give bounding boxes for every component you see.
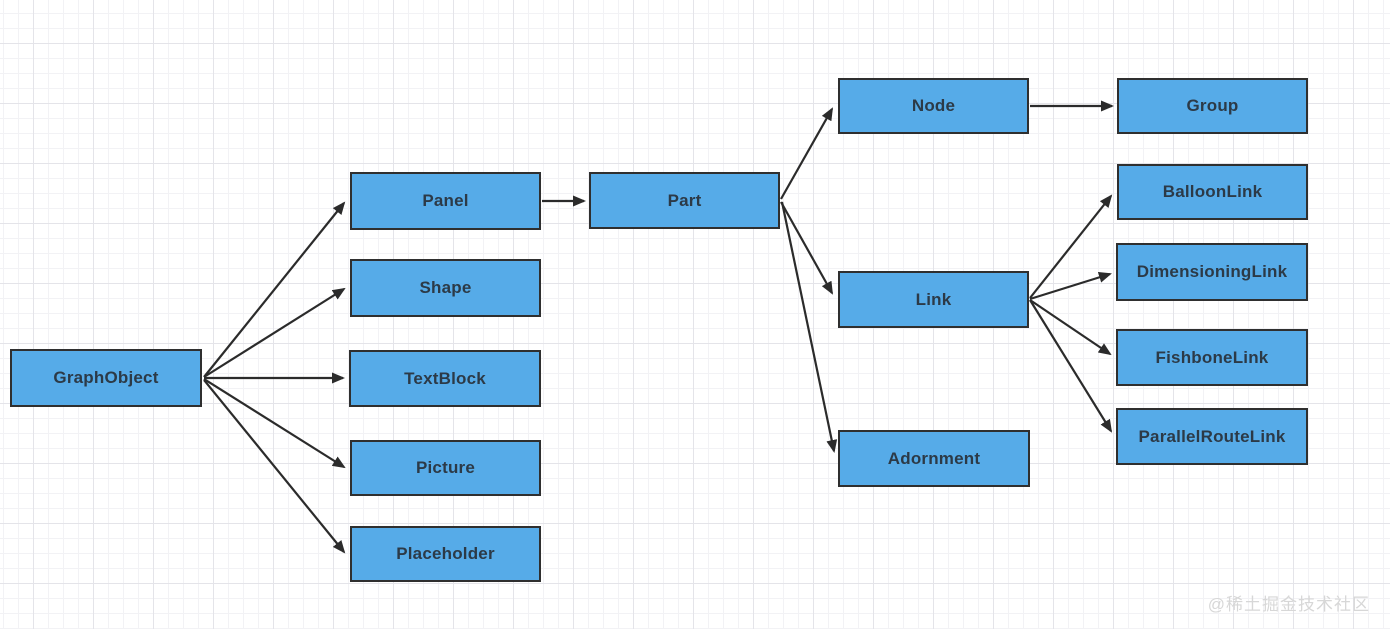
edge-link-dimensioninglink	[1029, 272, 1112, 301]
edge-link-balloonlink	[1029, 194, 1113, 299]
node-node-label: Node	[911, 96, 956, 115]
node-fishbonelink-label: FishboneLink	[1155, 347, 1269, 367]
node-link-label: Link	[915, 289, 952, 309]
node-picture[interactable]: Picture	[350, 440, 541, 496]
node-shape-label: Shape	[419, 278, 472, 297]
node-link[interactable]: Link	[838, 271, 1029, 328]
node-adornment-label: Adornment	[887, 448, 981, 468]
node-graphobject[interactable]: GraphObject	[10, 349, 202, 407]
edge-graphobject-picture	[203, 378, 346, 469]
node-panel-label: Panel	[422, 191, 469, 210]
node-textblock[interactable]: TextBlock	[349, 350, 541, 407]
node-parallelroutelink[interactable]: ParallelRouteLink	[1116, 408, 1308, 465]
node-shape[interactable]: Shape	[350, 259, 541, 317]
edge-link-parallelroutelink	[1029, 299, 1113, 433]
node-group[interactable]: Group	[1117, 78, 1308, 134]
edge-graphobject-shape	[203, 287, 346, 378]
edge-part-link	[780, 201, 833, 295]
node-dimensioninglink-label: DimensioningLink	[1136, 262, 1288, 281]
watermark: @稀土掘金技术社区	[1207, 595, 1370, 614]
node-textblock-label: TextBlock	[404, 368, 486, 388]
edge-link-fishbonelink	[1029, 299, 1112, 356]
node-group-label: Group	[1186, 96, 1239, 115]
node-fishbonelink[interactable]: FishboneLink	[1116, 329, 1308, 386]
node-balloonlink-label: BalloonLink	[1162, 182, 1263, 201]
node-node[interactable]: Node	[838, 78, 1029, 134]
edge-graphobject-placeholder	[203, 379, 346, 554]
node-balloonlink[interactable]: BalloonLink	[1117, 164, 1308, 220]
node-part-label: Part	[667, 190, 702, 210]
node-part[interactable]: Part	[589, 172, 780, 229]
node-adornment[interactable]: Adornment	[838, 430, 1030, 487]
node-picture-label: Picture	[415, 458, 476, 477]
node-dimensioninglink[interactable]: DimensioningLink	[1116, 243, 1308, 301]
node-graphobject-label: GraphObject	[53, 368, 159, 387]
node-placeholder[interactable]: Placeholder	[350, 526, 541, 582]
edge-part-node	[780, 107, 833, 200]
node-placeholder-label: Placeholder	[396, 544, 495, 563]
edge-graphobject-panel	[203, 201, 346, 378]
edge-part-adornment	[780, 201, 838, 453]
node-panel[interactable]: Panel	[350, 172, 541, 230]
node-parallelroutelink-label: ParallelRouteLink	[1138, 426, 1286, 446]
